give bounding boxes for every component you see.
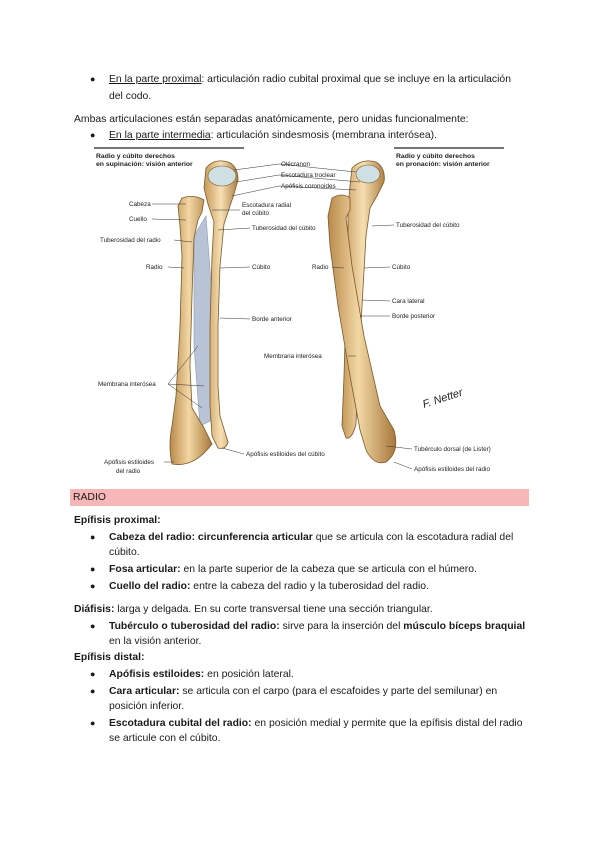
label-membrana-left: Membrana interósea [98,381,156,388]
list-item: Apófisis estiloides: en posición lateral… [109,667,529,682]
term: Tubérculo o tuberosidad del radio: [109,621,280,632]
heading-epifisis-distal: Epífisis distal: [74,652,145,663]
radius-ulna-illustration: Radio y cúbito derechos en supinación: v… [94,147,504,475]
intro-item-text: : articulación sindesmosis (membrana int… [210,130,438,141]
label-cabeza: Cabeza [129,201,151,208]
label-membrana-right: Membrana interósea [264,353,322,360]
label-cubito-left: Cúbito [252,264,271,271]
intro-sentence: Ambas articulaciones están separadas ana… [74,114,469,125]
term: Apófisis estiloides: [109,669,205,680]
section-header-band: RADIO [70,489,529,506]
figure-title-left-1: Radio y cúbito derechos [96,153,175,160]
list-item-cont: cúbito. [109,547,140,558]
radius-right-bone [327,194,397,464]
heading-epifisis-proximal: Epífisis proximal: [74,515,161,526]
label-radio-right: Radio [312,264,329,271]
label-cara-lateral: Cara lateral [392,298,425,305]
label-tuberosidad-radio: Tuberosidad del radio [100,237,161,244]
term: Escotadura cubital del radio: [109,718,252,729]
bullet: ● [90,686,96,696]
description: sirve para la inserción del [279,621,404,632]
description: que se articula con la escotadura radial… [312,532,514,543]
label-escotadura-radial-2: del cúbito [242,210,269,217]
label-olecranon: Olécranon [281,161,311,168]
bullet: ● [90,74,96,84]
label-apofisis-estiloides-cubito: Apófisis estiloides del cúbito [246,451,325,458]
label-escotadura-radial-1: Escotadura radial [242,202,291,209]
netter-signature: F. Netter [421,386,465,411]
bullet: ● [90,621,96,631]
list-item: Cuello del radio: entre la cabeza del ra… [109,579,529,594]
label-tuberosidad-cubito-right: Tuberosidad del cúbito [396,222,460,229]
label-radio-left: Radio [146,264,163,271]
description: se articula con el carpo (para el escafo… [179,686,498,697]
label-cuello: Cuello [129,216,147,223]
description: en la parte superior de la cabeza que se… [180,564,477,575]
bullet: ● [90,669,96,679]
list-item: Tubérculo o tuberosidad del radio: sirve… [109,619,529,634]
term: Fosa articular: [109,564,181,575]
list-item: Fosa articular: en la parte superior de … [109,562,529,577]
label-apofisis-coronoides: Apófisis coronoides [281,183,336,190]
diafisis-paragraph: Diáfisis: larga y delgada. En su corte t… [74,602,433,617]
list-item-cont: en la visión anterior. [109,636,202,647]
label-tuberculo-dorsal: Tubérculo dorsal (de Lister) [414,446,491,453]
bullet: ● [90,718,96,728]
term-biceps: músculo bíceps braquial [403,621,526,632]
intro-item-proximal: En la parte proximal: articulación radio… [109,72,529,87]
diafisis-text: larga y delgada. En su corte transversal… [114,604,433,615]
bullet: ● [90,532,96,542]
ulna-left-bone [203,160,239,449]
term: Cabeza del radio: circunferencia articul… [109,532,313,543]
list-item-cont: posición inferior. [109,701,185,712]
figure-title-left-2: en supinación: visión anterior [96,161,193,168]
label-tuberosidad-cubito-left: Tuberosidad del cúbito [252,225,316,232]
intro-item-text: : articulación radio cubital proximal qu… [201,74,511,85]
description: en posición medial y permite que la epíf… [251,718,523,729]
list-item: Cara articular: se articula con el carpo… [109,684,529,699]
list-item: Cabeza del radio: circunferencia articul… [109,530,529,545]
intro-item-lead: En la parte proximal [109,74,202,85]
list-item-cont: se articule con el cúbito. [109,733,221,744]
bullet: ● [90,130,96,140]
section-header: RADIO [73,492,106,503]
label-apofisis-estiloides-radio-1: Apófisis estiloides [104,459,154,466]
label-borde-anterior: Borde anterior [252,316,292,323]
label-escotadura-troclear: Escotadura troclear [281,172,336,179]
description: en posición lateral. [204,669,294,680]
intro-item-intermedia: En la parte intermedia: articulación sin… [109,128,529,143]
label-apofisis-estiloides-radio-right: Apófisis estiloides del radio [414,466,490,473]
radius-left-bone [169,196,213,465]
figure-title-right-1: Radio y cúbito derechos [396,153,475,160]
description: entre la cabeza del radio y la tuberosid… [190,581,429,592]
intro-item-lead: En la parte intermedia [109,130,211,141]
bullet: ● [90,581,96,591]
bullet: ● [90,564,96,574]
heading-diafisis: Diáfisis: [74,604,115,615]
term: Cuello del radio: [109,581,191,592]
intro-item-cont: del codo. [109,91,152,102]
label-borde-posterior: Borde posterior [392,313,435,320]
figure-title-right-2: en pronación: visión anterior [396,161,490,168]
term: Cara articular: [109,686,180,697]
label-apofisis-estiloides-radio-2: del radio [116,468,141,475]
label-cubito-right: Cúbito [392,264,411,271]
list-item: Escotadura cubital del radio: en posició… [109,716,529,731]
